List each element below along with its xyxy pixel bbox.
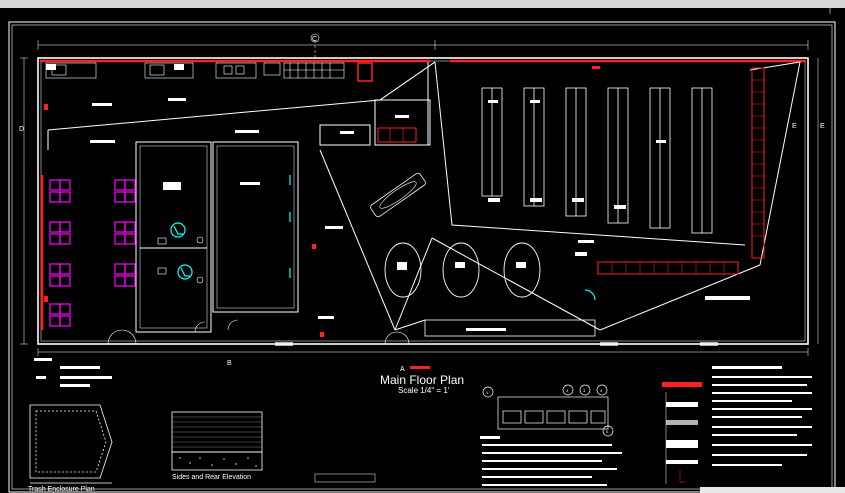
grid-label-e1: E	[792, 123, 797, 130]
interior-walls	[47, 61, 436, 333]
exterior-walls	[37, 57, 809, 345]
sheet-border-inner	[11, 24, 833, 490]
plumbing-fixtures	[157, 236, 204, 284]
room-tags	[90, 98, 409, 319]
plan-notes	[34, 358, 112, 387]
cooler-doors	[611, 79, 764, 274]
entry-doors	[107, 319, 410, 345]
shelf-tags	[488, 100, 666, 209]
detail-marker-3: 3	[583, 390, 586, 394]
wall-coolers	[597, 67, 765, 275]
detail-marker-2: 2	[566, 390, 569, 394]
detail-marker-1: 1	[486, 392, 489, 396]
gondola-shelves	[481, 87, 713, 234]
grid-label-e2: E	[820, 123, 825, 130]
status-strip	[700, 487, 845, 493]
dining-seating	[49, 179, 136, 327]
elevation-title: Sides and Rear Elevation	[172, 474, 251, 481]
red-markers	[44, 66, 600, 337]
grid-labels: C D E E A B	[19, 33, 825, 373]
legend-swatches	[666, 402, 698, 464]
sign-detail	[497, 396, 609, 430]
detail-callouts	[482, 384, 614, 437]
legend-text-lines	[712, 366, 812, 466]
grid-label-b: B	[227, 360, 232, 367]
main-floor-plan-scale: Scale 1/4" = 1'	[398, 386, 450, 395]
accessible-restroom-icons	[170, 175, 291, 280]
rear-elevation	[171, 411, 263, 471]
trash-enclosure-plan	[29, 404, 113, 484]
trash-enclosure-title: Trash Enclosure Plan	[28, 486, 95, 493]
grid-label-c: C	[312, 36, 317, 43]
grid-label-a: A	[400, 366, 405, 373]
main-floor-plan-title: Main Floor Plan	[380, 373, 464, 387]
red-wall-segments	[40, 59, 806, 330]
round-displays	[384, 242, 541, 298]
grid-label-d: D	[19, 126, 24, 133]
cad-canvas[interactable]: C D E E A B Main Floor Plan Scale 1/4" =…	[0, 8, 845, 493]
spec-notes	[314, 436, 622, 486]
legend-red-swatch	[662, 382, 702, 387]
detail-marker-5: 5	[606, 431, 609, 435]
window-top-bar	[0, 0, 845, 8]
checkout-counter	[424, 319, 596, 337]
kitchen-equipment	[45, 62, 345, 79]
oval-display	[370, 172, 426, 218]
detail-marker-4: 4	[600, 390, 603, 394]
sales-floor-walls	[319, 61, 801, 331]
sheet-border-outer	[8, 21, 836, 493]
dimension-lines	[20, 40, 819, 356]
floor-plan-drawing: C D E E A B Main Floor Plan Scale 1/4" =…	[8, 8, 836, 493]
